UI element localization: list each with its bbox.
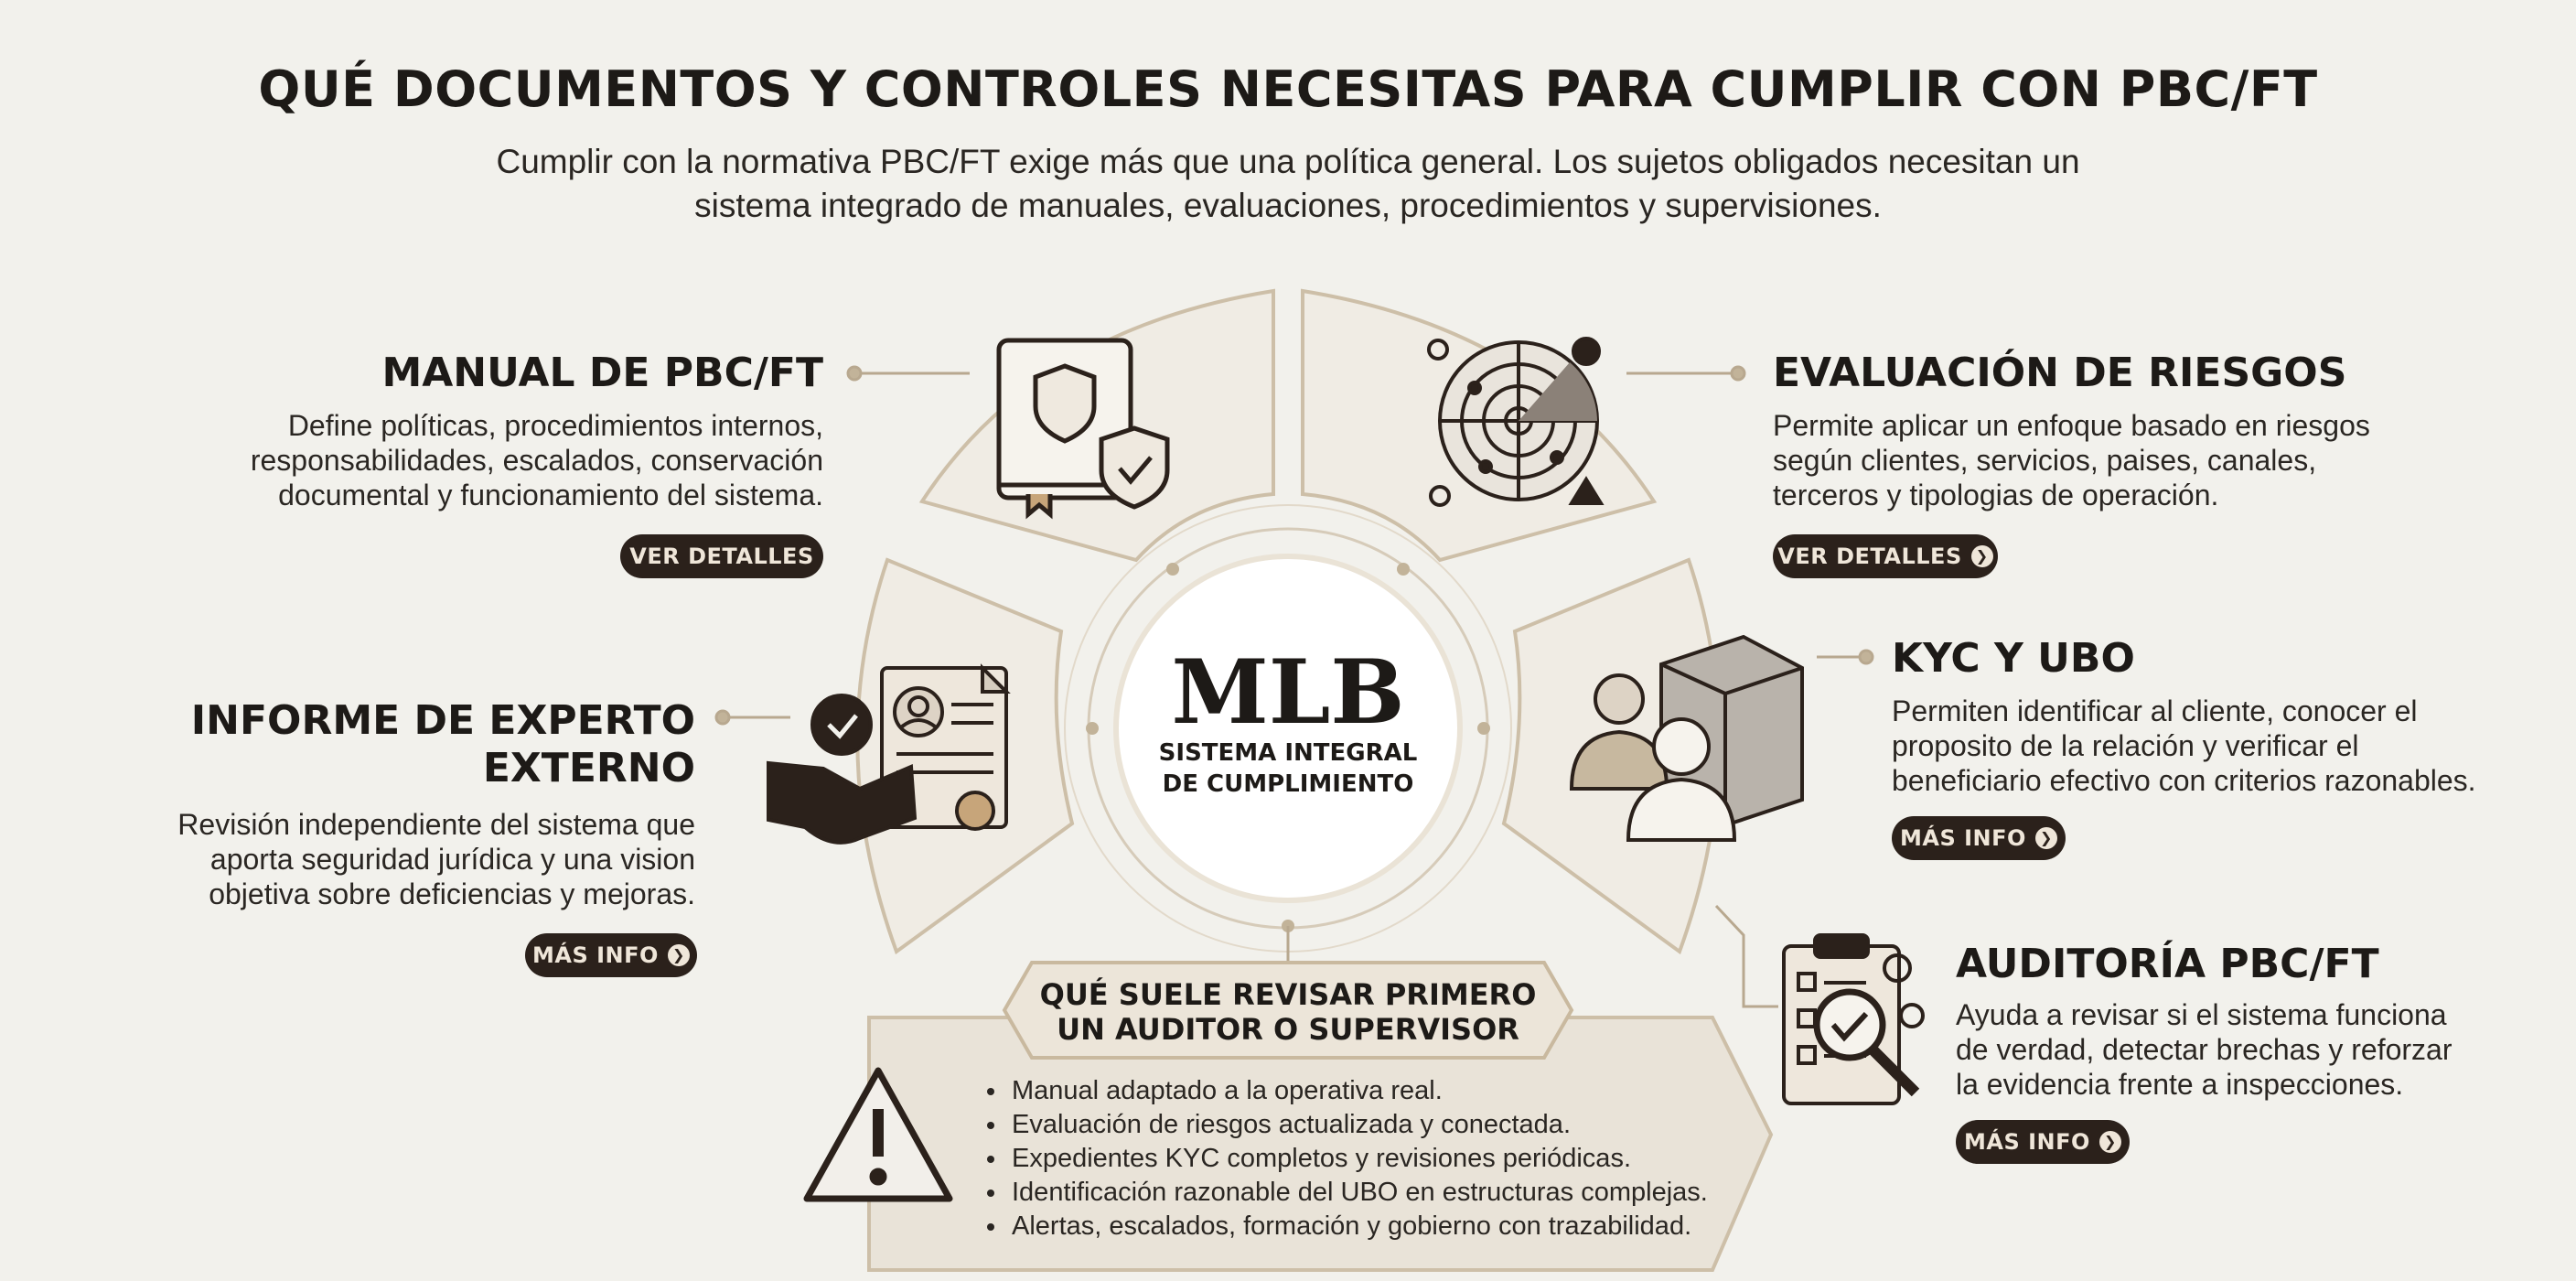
kyc-description: Permiten identificar al cliente, conocer…: [1892, 694, 2550, 798]
people-cube-icon: [1569, 634, 1804, 842]
informe-line: Revisión independiente del sistema que: [177, 808, 695, 841]
review-item: Alertas, escalados, formación y gobierno…: [1008, 1210, 1708, 1243]
review-item: Evaluación de riesgos actualizada y cone…: [1008, 1108, 1708, 1142]
auditoria-more-button[interactable]: MÁS INFO ❯: [1956, 1120, 2130, 1164]
auditoria-description: Ayuda a revisar si el sistema funciona d…: [1956, 997, 2560, 1102]
manual-description: Define políticas, procedimientos interno…: [183, 408, 823, 512]
riesgos-line: Permite aplicar un enfoque basado en rie…: [1773, 409, 2370, 442]
review-title-line2: UN AUDITOR O SUPERVISOR: [1057, 1012, 1519, 1047]
review-box: [867, 1016, 1774, 1272]
informe-more-label: MÁS INFO: [532, 942, 659, 968]
manual-title: MANUAL DE PBC/FT: [381, 350, 823, 396]
review-title-banner: [1002, 961, 1574, 1060]
informe-description: Revisión independiente del sistema que a…: [91, 807, 695, 911]
chevron-right-icon: ❯: [2034, 827, 2057, 849]
warning-icon: [803, 1067, 953, 1202]
auditoria-line: de verdad, detectar brechas y reforzar: [1956, 1033, 2453, 1066]
center-line2: DE CUMPLIMIENTO: [1162, 770, 1414, 798]
review-checklist: Manual adaptado a la operativa real. Eva…: [986, 1074, 1708, 1243]
chevron-right-icon: ❯: [2098, 1131, 2121, 1153]
kyc-more-label: MÁS INFO: [1900, 825, 2026, 851]
review-title-line1: QUÉ SUELE REVISAR PRIMERO: [1039, 977, 1537, 1012]
kyc-line: Permiten identificar al cliente, conocer…: [1892, 694, 2418, 727]
manual-details-label: VER DETALLES: [629, 544, 814, 569]
kyc-more-button[interactable]: MÁS INFO ❯: [1892, 816, 2066, 860]
kyc-line: beneficiario efectivo con criterios razo…: [1892, 764, 2476, 797]
review-item: Manual adaptado a la operativa real.: [1008, 1074, 1708, 1108]
chevron-right-icon: ❯: [667, 944, 690, 966]
manual-shield-icon: [996, 338, 1170, 520]
auditoria-line: la evidencia frente a inspecciones.: [1956, 1068, 2404, 1101]
center-logo: MLB: [1171, 640, 1405, 744]
riesgos-details-label: VER DETALLES: [1777, 544, 1962, 569]
auditoria-title: AUDITORÍA PBC/FT: [1956, 941, 2379, 987]
riesgos-title: EVALUACIÓN DE RIESGOS: [1773, 350, 2347, 396]
informe-line: aporta seguridad jurídica y una vision: [209, 843, 695, 876]
riesgos-line: según clientes, servicios, paises, canal…: [1773, 444, 2317, 477]
manual-line: Define políticas, procedimientos interno…: [287, 409, 823, 442]
manual-details-button[interactable]: VER DETALLES: [620, 534, 823, 578]
review-item: Identificación razonable del UBO en estr…: [1008, 1176, 1708, 1210]
center-line1: SISTEMA INTEGRAL: [1158, 739, 1418, 767]
informe-line: objetiva sobre deficiencias y mejoras.: [209, 877, 695, 910]
page-subtitle-line2: sistema integrado de manuales, evaluacio…: [694, 187, 1882, 224]
kyc-line: proposito de la relación y verificar el: [1892, 729, 2359, 762]
review-item: Expedientes KYC completos y revisiones p…: [1008, 1142, 1708, 1176]
manual-line: responsabilidades, escalados, conservaci…: [250, 444, 823, 477]
page-title: QUÉ DOCUMENTOS Y CONTROLES NECESITAS PAR…: [258, 60, 2318, 118]
riesgos-description: Permite aplicar un enfoque basado en rie…: [1773, 408, 2413, 512]
informe-title-line2: EXTERNO: [482, 745, 695, 791]
handshake-certificate-icon: [767, 663, 1011, 845]
radar-icon: [1427, 337, 1605, 507]
riesgos-line: terceros y tipologias de operación.: [1773, 479, 2219, 511]
page-subtitle-line1: Cumplir con la normativa PBC/FT exige má…: [496, 143, 2080, 180]
kyc-title: KYC Y UBO: [1892, 635, 2135, 682]
manual-line: documental y funcionamiento del sistema.: [278, 479, 823, 511]
clipboard-magnifier-icon: [1782, 933, 1925, 1105]
informe-title-line1: INFORME DE EXPERTO: [190, 697, 695, 744]
riesgos-details-button[interactable]: VER DETALLES ❯: [1773, 534, 1998, 578]
auditoria-line: Ayuda a revisar si el sistema funciona: [1956, 998, 2447, 1031]
auditoria-more-label: MÁS INFO: [1964, 1129, 2090, 1155]
chevron-right-icon: ❯: [1970, 545, 1993, 567]
informe-more-button[interactable]: MÁS INFO ❯: [525, 933, 697, 977]
